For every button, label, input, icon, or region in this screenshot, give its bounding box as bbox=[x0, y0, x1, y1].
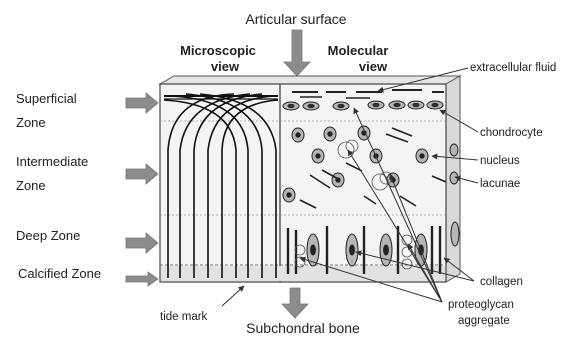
proteoglycan-label-2: aggregate bbox=[458, 315, 510, 327]
extracellular-fluid-label: extracellular fluid bbox=[470, 62, 556, 74]
proteoglycan-label-1: proteoglycan bbox=[448, 299, 514, 311]
tide-mark-label: tide mark bbox=[160, 311, 208, 323]
calcified-zone-arrow bbox=[126, 272, 158, 286]
lacunae-label: lacunae bbox=[480, 178, 520, 190]
deep-zone-arrow bbox=[126, 233, 158, 253]
chondrocyte-label: chondrocyte bbox=[480, 127, 543, 139]
bottom-arrow bbox=[282, 288, 308, 318]
articular-surface-label: Articular surface bbox=[245, 11, 346, 27]
deep-zone-label: Deep Zone bbox=[16, 228, 80, 243]
calcified-zone-label: Calcified Zone bbox=[18, 266, 101, 281]
top-arrow bbox=[284, 30, 310, 76]
microscopic-view-title-1: Microscopic bbox=[180, 43, 256, 58]
intermediate-zone-arrow bbox=[126, 164, 158, 184]
nucleus-label: nucleus bbox=[480, 155, 520, 167]
superficial-zone-label-1: Superficial bbox=[16, 91, 77, 106]
molecular-view-title-1: Molecular bbox=[328, 43, 389, 58]
intermediate-zone-label-1: Intermediate bbox=[16, 154, 88, 169]
intermediate-zone-label-2: Zone bbox=[16, 178, 46, 193]
microscopic-view-title-2: view bbox=[211, 59, 240, 74]
molecular-view-title-2: view bbox=[359, 59, 388, 74]
superficial-zone-label-2: Zone bbox=[16, 115, 46, 130]
superficial-zone-arrow bbox=[126, 93, 158, 113]
collagen-label: collagen bbox=[480, 276, 523, 288]
subchondral-bone-label: Subchondral bone bbox=[246, 320, 360, 336]
